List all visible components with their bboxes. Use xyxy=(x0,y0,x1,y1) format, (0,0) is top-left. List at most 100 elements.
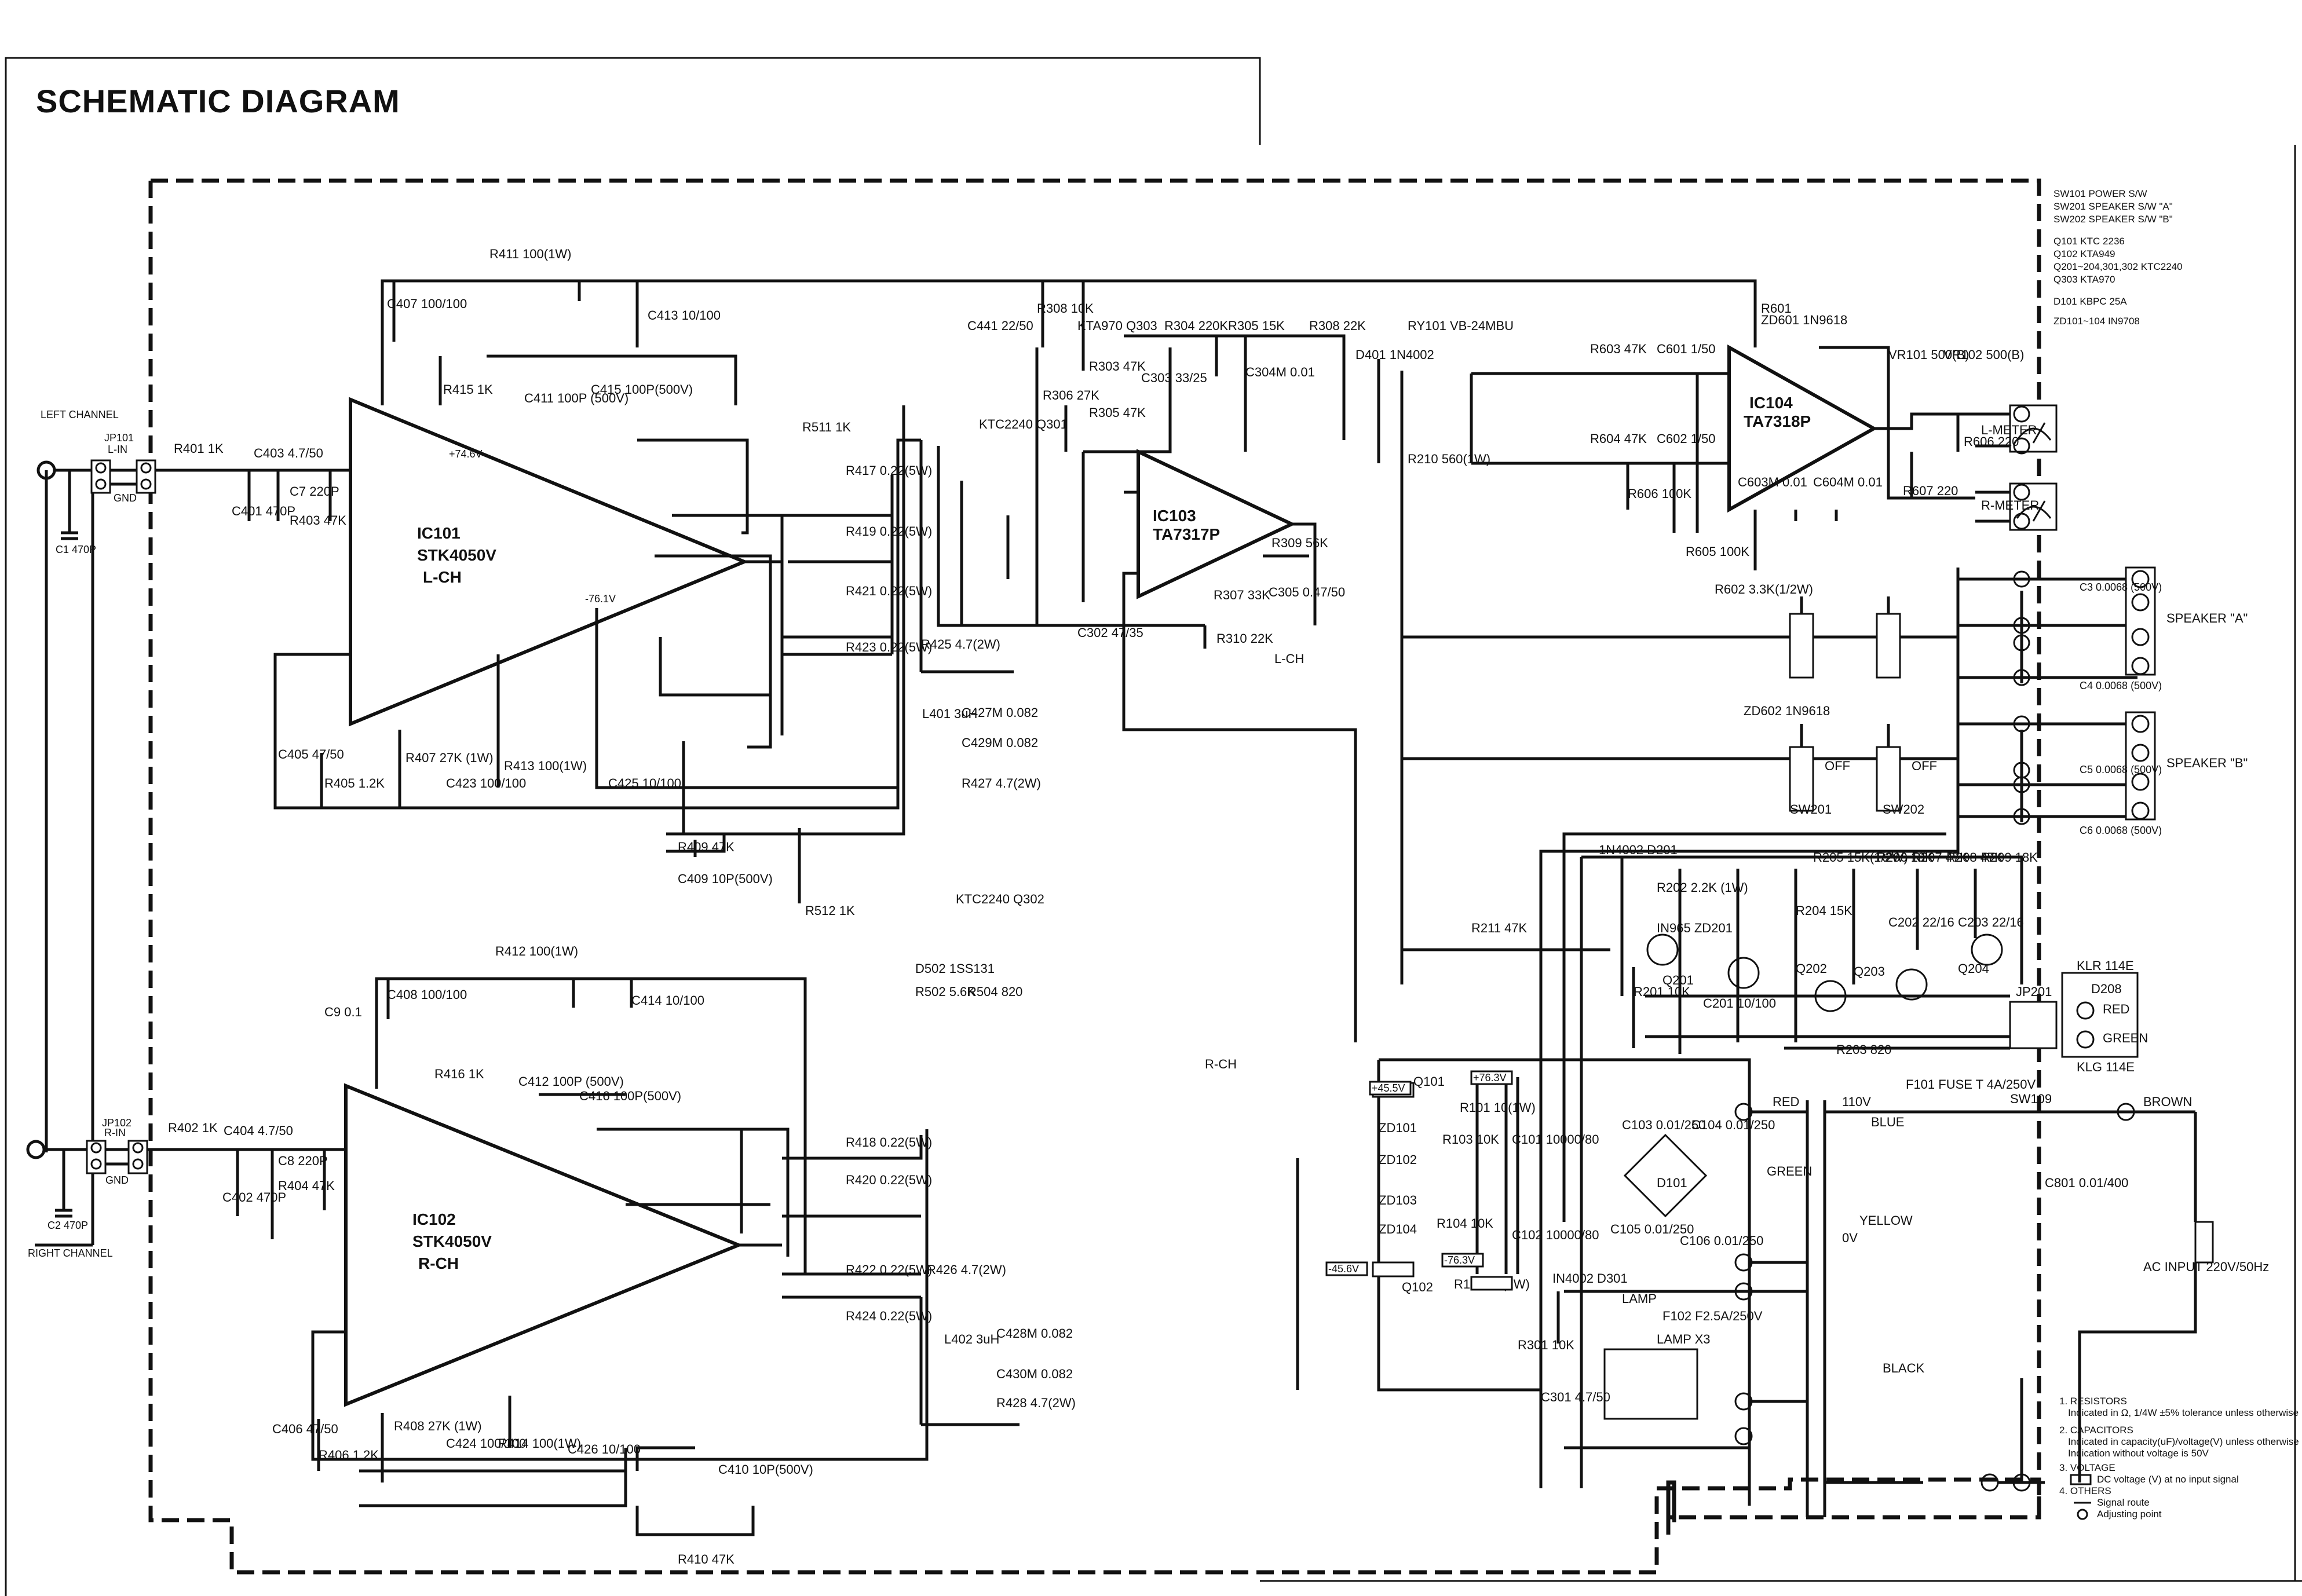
red-wire-label: RED xyxy=(1773,1094,1799,1109)
q102-label: Q102 xyxy=(1402,1280,1433,1294)
ground-outline xyxy=(151,178,2041,1535)
speaker-a-label: SPEAKER "A" xyxy=(2166,611,2248,625)
c415-label: C415 100P(500V) xyxy=(591,382,693,397)
v-minus-45: -45.6V xyxy=(1328,1263,1359,1275)
jp102-gnd: GND xyxy=(105,1174,129,1186)
l-meter-dial xyxy=(2016,427,2052,441)
c407-label: C407 100/100 xyxy=(387,296,467,311)
r512-label: R512 1K xyxy=(805,903,855,918)
ac-input-label: AC INPUT 220V/50Hz xyxy=(2143,1260,2269,1274)
c426-label: C426 10/100 xyxy=(568,1442,641,1456)
l402-label: L402 3uH xyxy=(944,1332,999,1346)
r205-label: R205 15K(1/2W) xyxy=(1813,850,1908,865)
c403-label: C403 4.7/50 xyxy=(254,446,323,460)
c602-label: C602 1/50 xyxy=(1657,431,1716,446)
d208-label: D208 xyxy=(2091,982,2122,996)
legend-d101: D101 KBPC 25A xyxy=(2053,296,2127,307)
c604-label: C604M 0.01 xyxy=(1813,475,1883,489)
ic103-amplifier xyxy=(1137,449,1296,599)
r207-label: R207 47K xyxy=(1912,850,1968,865)
c801-label: C801 0.01/400 xyxy=(2045,1176,2128,1190)
legend-q201: Q201~204,301,302 KTC2240 xyxy=(2053,261,2183,272)
klr-label: KLR 114E xyxy=(2077,958,2134,973)
ic102-amplifier xyxy=(344,1083,743,1407)
ic102-part: STK4050V xyxy=(412,1232,492,1250)
legend-sw101: SW101 POWER S/W xyxy=(2053,188,2147,199)
r-meter-label: R-METER xyxy=(1981,498,2039,513)
r421-label: R421 0.22(5W) xyxy=(846,584,932,598)
fuse-label: F101 FUSE T 4A/250V xyxy=(1906,1077,2036,1092)
c423-label: C423 100/100 xyxy=(446,776,526,790)
c416-label: C416 100P(500V) xyxy=(579,1089,681,1103)
r419-label: R419 0.22(5W) xyxy=(846,524,932,539)
c104-label: C104 0.01/250 xyxy=(1691,1118,1775,1132)
r303-label: R303 47K xyxy=(1089,359,1146,374)
r414-label: R414 100(1W) xyxy=(498,1436,581,1451)
zd601-label: ZD601 1N9618 xyxy=(1761,313,1847,327)
right-input xyxy=(26,1140,168,1247)
sw109-label: SW109 xyxy=(2010,1092,2052,1106)
c203-label: C203 22/16 xyxy=(1958,915,2024,929)
ic104-ref: IC104 xyxy=(1749,394,1793,412)
v110-label: 110V xyxy=(1842,1094,1871,1109)
led-red-label: RED xyxy=(2103,1002,2129,1016)
c427-label: C427M 0.082 xyxy=(962,705,1038,720)
c2-label: C2 470P xyxy=(47,1220,88,1231)
r604-label: R604 47K xyxy=(1590,431,1647,446)
r420-label: R420 0.22(5W) xyxy=(846,1173,932,1187)
legend-q303: Q303 KTA970 xyxy=(2053,274,2115,285)
c425-label: C425 10/100 xyxy=(608,776,681,790)
meter-wiring xyxy=(1470,324,2010,570)
r411-label: R411 100(1W) xyxy=(489,247,571,261)
r606b-label: R606 220 xyxy=(1964,434,2019,449)
c6-label: C6 0.0068 (500V) xyxy=(2080,825,2162,836)
green-led xyxy=(2076,1030,2095,1049)
r417-label: R417 0.22(5W) xyxy=(846,463,932,478)
sw202-off: OFF xyxy=(1912,759,1937,773)
r206-label: R206 18K xyxy=(1877,850,1934,865)
note-capacitors: 2. CAPACITORS xyxy=(2059,1425,2133,1436)
ic101-part: STK4050V xyxy=(417,546,496,564)
c302-label: C302 47/35 xyxy=(1077,625,1143,640)
c406-label: C406 47/50 xyxy=(272,1422,338,1436)
legend-sw202: SW202 SPEAKER S/W "B" xyxy=(2053,214,2173,225)
c430-label: C430M 0.082 xyxy=(996,1367,1073,1381)
c413-label: C413 10/100 xyxy=(648,308,721,323)
ic104-part: TA7318P xyxy=(1744,412,1811,430)
c603-label: C603M 0.01 xyxy=(1738,475,1807,489)
r204-label: R204 15K xyxy=(1796,903,1852,918)
lamp-label: LAMP xyxy=(1622,1291,1657,1306)
c5-label: C5 0.0068 (500V) xyxy=(2080,764,2162,775)
ic104-amplifier xyxy=(1727,344,1878,513)
q303-label: KTA970 Q303 xyxy=(1077,319,1157,333)
r605-label: R605 100K xyxy=(1686,544,1749,559)
l401-label: L401 3uH xyxy=(922,707,977,721)
d101-label: D101 xyxy=(1657,1176,1687,1190)
note-adjusting: Adjusting point xyxy=(2097,1509,2162,1520)
c410-label: C410 10P(500V) xyxy=(718,1462,813,1477)
note-resistors: 1. RESISTORS xyxy=(2059,1396,2127,1407)
c408-label: C408 100/100 xyxy=(387,987,467,1002)
green-wire-label: GREEN xyxy=(1767,1164,1812,1178)
r603-label: R603 47K xyxy=(1590,342,1647,356)
lch-label: L-CH xyxy=(1274,651,1304,666)
c305-label: C305 0.47/50 xyxy=(1269,585,1345,599)
l-meter-plus xyxy=(2013,405,2030,423)
zd602-label: ZD602 1N9618 xyxy=(1744,704,1830,718)
legend-block: SW101 POWER S/W SW201 SPEAKER S/W "A" SW… xyxy=(2053,188,2183,327)
d502-label: D502 1SS131 xyxy=(915,961,995,976)
speaker-b-label: SPEAKER "B" xyxy=(2166,756,2248,770)
r301-label: R301 10K xyxy=(1518,1338,1574,1352)
d201-label: 1N4002 D201 xyxy=(1599,843,1678,857)
r425-label: R425 4.7(2W) xyxy=(921,637,1000,651)
r308-label: R308 10K xyxy=(1037,301,1094,316)
ic101-channel: L-CH xyxy=(423,568,462,586)
jp101-sub: L-IN xyxy=(108,444,127,455)
r201-label: R201 10K xyxy=(1634,984,1690,999)
c3-label: C3 0.0068 (500V) xyxy=(2080,581,2162,593)
c404-label: C404 4.7/50 xyxy=(224,1123,293,1138)
zd201-label: IN965 ZD201 xyxy=(1657,921,1733,935)
r601-label: R601 xyxy=(1761,301,1792,316)
r208-label: R208 47K xyxy=(1946,850,2003,865)
r104-label: R104 10K xyxy=(1437,1216,1493,1231)
